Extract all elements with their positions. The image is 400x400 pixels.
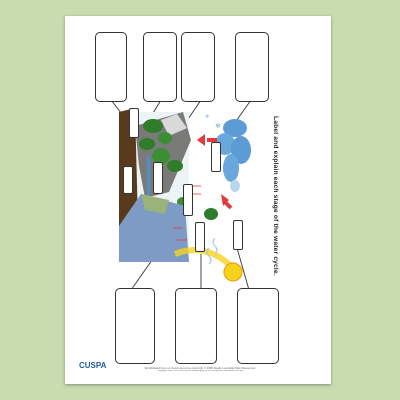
label-box-small-7[interactable] — [233, 220, 243, 250]
river — [147, 156, 150, 196]
label-box-bottom-2[interactable] — [175, 288, 217, 364]
snowcap — [161, 114, 187, 136]
tree — [139, 138, 155, 150]
wave-icon — [206, 247, 212, 265]
label-box-small-2[interactable] — [123, 166, 133, 194]
sea — [119, 194, 189, 262]
label-box-top-4[interactable] — [235, 32, 269, 102]
arrow-icon — [197, 134, 205, 146]
tree — [167, 160, 183, 172]
label-box-bottom-3[interactable] — [237, 288, 279, 364]
snowflake-icon: ❄ — [205, 114, 209, 120]
label-box-small-1[interactable] — [129, 108, 139, 138]
footer-notice: Copyright notice: this sheet may be phot… — [157, 370, 243, 372]
tree — [152, 148, 170, 164]
snowflake-icon: ❄ — [215, 122, 221, 130]
wave-icon — [212, 237, 218, 255]
leader-line — [236, 247, 250, 291]
label-box-top-1[interactable] — [95, 32, 127, 102]
arrow-icon — [221, 194, 229, 206]
label-box-small-3[interactable] — [153, 162, 163, 194]
tree — [204, 208, 218, 220]
instruction-text: Label and explain each stage of the wate… — [272, 116, 279, 276]
label-box-top-2[interactable] — [143, 32, 177, 102]
tree — [143, 119, 163, 133]
label-box-small-5[interactable] — [183, 184, 193, 216]
label-box-small-6[interactable] — [195, 222, 205, 252]
label-box-small-4[interactable] — [211, 142, 221, 172]
label-box-top-3[interactable] — [181, 32, 215, 102]
label-box-bottom-1[interactable] — [115, 288, 155, 364]
cloud-icon — [215, 119, 251, 192]
tree — [158, 132, 172, 144]
footer-copyright: Worldofteaching.com hand resources copyr… — [144, 366, 256, 370]
worksheet-page: ❄ ❄ Label and explain each stage of the … — [65, 16, 331, 384]
cuspa-logo: CUSPA — [79, 361, 107, 370]
